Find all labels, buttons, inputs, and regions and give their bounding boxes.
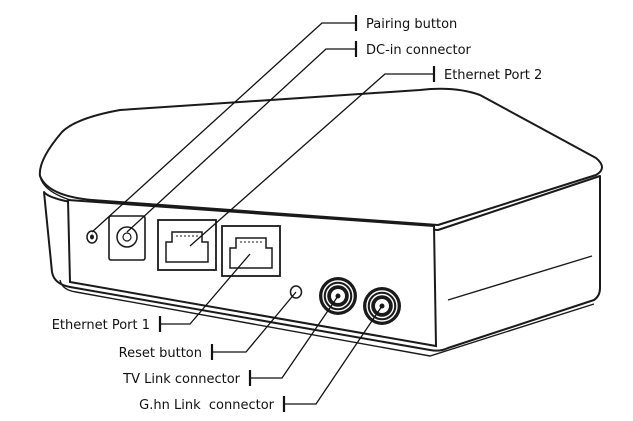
dc-in-connector-label: DC-in connector	[366, 43, 472, 58]
device-top-lid	[38, 87, 603, 226]
tv-link-thread-1	[322, 280, 354, 312]
reset-button-leader	[212, 291, 297, 353]
device-side-edge	[447, 255, 593, 301]
tv-link-leader	[250, 295, 339, 379]
ethernet-port-1-jack	[229, 237, 273, 269]
pairing-button[interactable]	[86, 230, 98, 244]
reset-button-label: Reset button	[119, 346, 202, 361]
pairing-button-core	[90, 234, 94, 240]
callout-leaders	[91, 15, 436, 412]
dc-in-pin	[122, 232, 132, 242]
dc-in-leader	[126, 48, 356, 233]
ghn-link-thread-1	[366, 290, 398, 322]
ethernet-port-2[interactable]	[157, 219, 217, 271]
pairing-button-label: Pairing button	[366, 17, 457, 32]
ethernet-port-1-label: Ethernet Port 1	[52, 318, 150, 333]
device-base-edge	[59, 279, 595, 357]
ethernet-port-2-leader	[189, 73, 434, 247]
ethernet-port-2-label: Ethernet Port 2	[444, 68, 542, 83]
ghn-link-leader	[284, 305, 383, 405]
callout-labels: Pairing button DC-in connector Ethernet …	[52, 17, 543, 413]
tv-link-connector-label: TV Link connector	[122, 372, 240, 387]
ghn-link-thread-2	[369, 293, 395, 319]
ethernet-port-1[interactable]	[221, 225, 281, 277]
ghn-link-connector-label: G.hn Link connector	[139, 398, 274, 413]
ethernet-port-1-leader	[160, 253, 251, 325]
tv-link-thread-2	[325, 283, 351, 309]
dc-in-connector[interactable]	[108, 215, 146, 261]
pairing-button-leader	[91, 22, 356, 233]
